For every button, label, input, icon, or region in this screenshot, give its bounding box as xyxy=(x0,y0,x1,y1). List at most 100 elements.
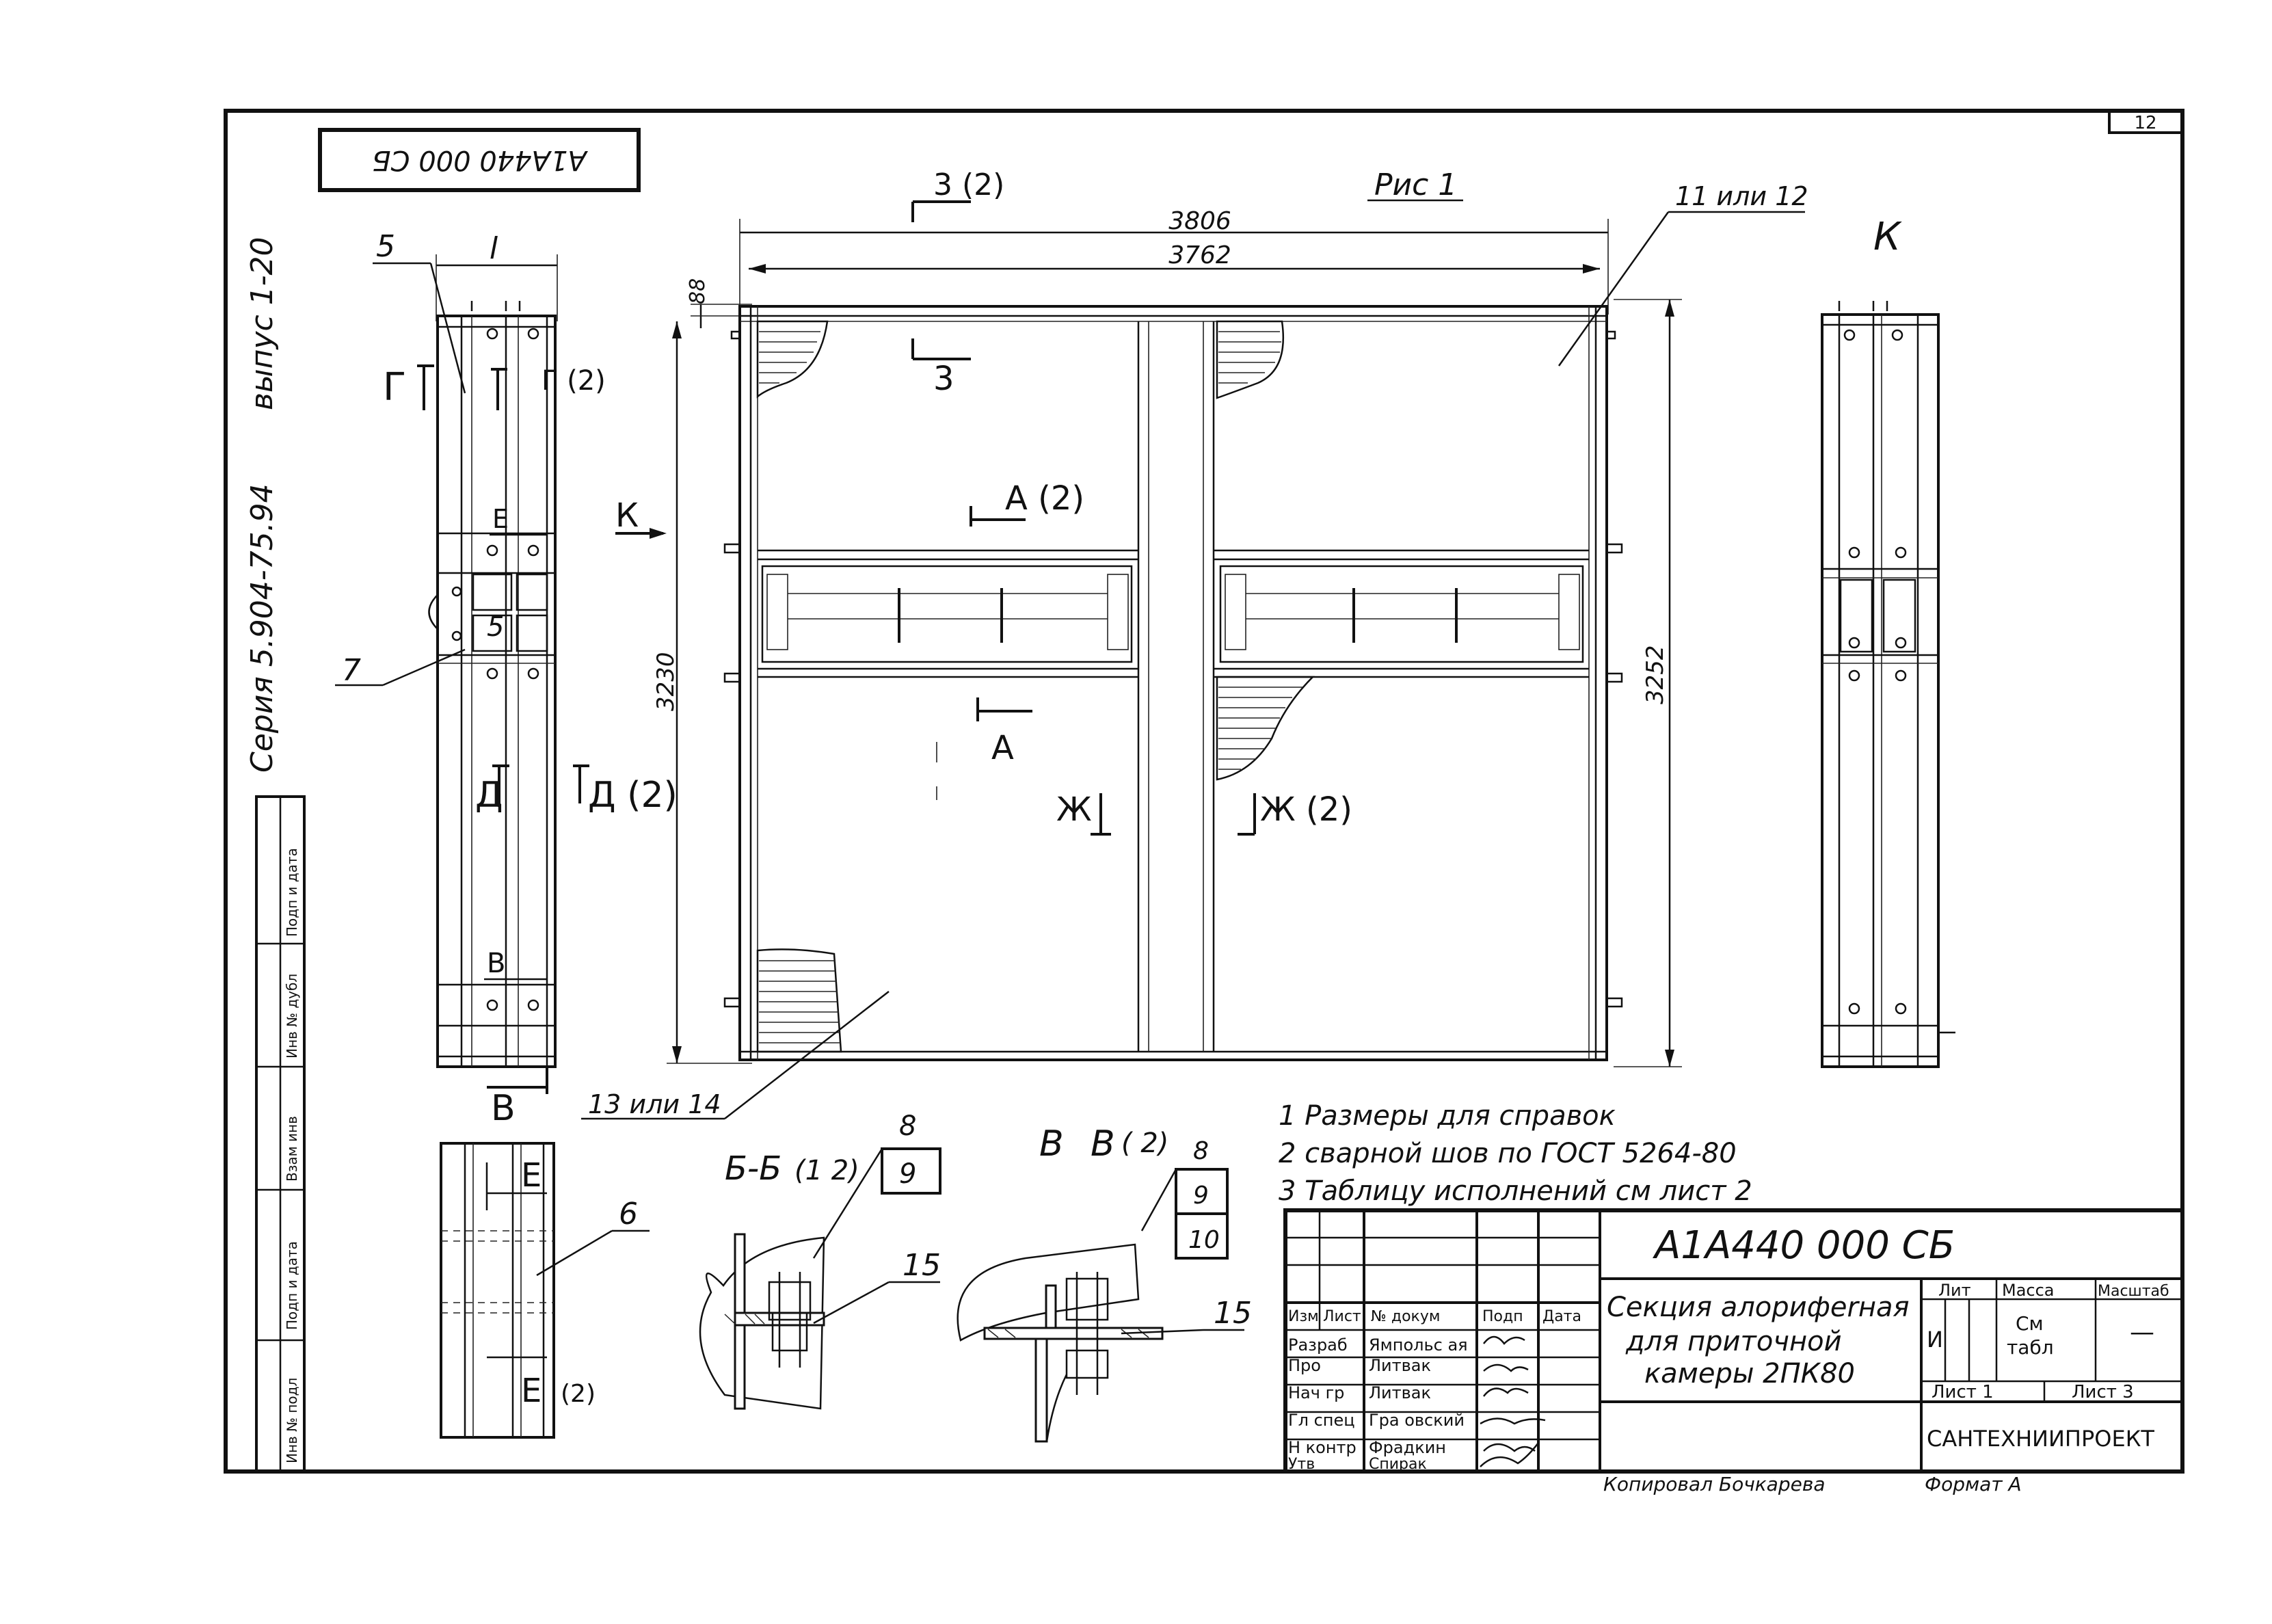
stamp-cell-3: Взам инв xyxy=(284,1116,300,1182)
note-1: 1 Размеры для справок xyxy=(1279,1100,1616,1132)
rotated-code-box: А1А440 000 СБ xyxy=(318,128,641,192)
organization: САНТЕХНИИПРОЕКТ xyxy=(1927,1426,2154,1452)
notes: 1 Размеры для справок 2 сварной шов по Г… xyxy=(1279,1100,1752,1207)
issue-text: выпус 1-20 xyxy=(245,237,280,410)
side-section-v-bottom: В xyxy=(491,1088,516,1129)
mass-label: Масса xyxy=(2002,1281,2055,1300)
detail-vv-suffix: ( 2) xyxy=(1121,1128,1168,1159)
figure-title: Рис 1 xyxy=(1374,168,1457,202)
mass-value-2: табл xyxy=(2007,1336,2054,1359)
dim-top: 88 xyxy=(686,278,710,304)
mass-value-1: См xyxy=(2016,1312,2044,1335)
header-list: Лист xyxy=(1323,1308,1361,1325)
section-3-2: 3 (2) xyxy=(933,168,1004,202)
header-data: Дата xyxy=(1542,1308,1581,1325)
callout-panel-bottom: 13 или 14 xyxy=(588,1089,721,1119)
section-a-2: А (2) xyxy=(1005,479,1084,518)
side-dim-width: l xyxy=(490,231,498,266)
stamp-cell-1: Инв № подл xyxy=(284,1378,300,1463)
people-rows: Разраб Ямпольс ая Про Литвак Нач гр Литв… xyxy=(1288,1335,1468,1473)
person-role: Утв xyxy=(1288,1456,1315,1473)
section-a: А xyxy=(991,729,1014,767)
title-block: А1А440 000 СБ Изм Лист № докум Подп Дата… xyxy=(1283,1208,2184,1474)
series-text: Серия 5.904-75.94 xyxy=(245,483,280,773)
callout-6: 6 xyxy=(619,1197,638,1232)
header-doc: № докум xyxy=(1371,1308,1440,1325)
callout-7: 7 xyxy=(342,653,361,688)
main-view: Рис 1 3806 3762 88 3230 3252 xyxy=(581,168,1808,1120)
detail-vv: В В ( 2) 8 9 10 15 xyxy=(957,1123,1252,1443)
header-podp: Подп xyxy=(1482,1308,1523,1325)
detail-vv-callout-15: 15 xyxy=(1214,1296,1252,1331)
scale-label: Масштаб xyxy=(2098,1283,2169,1300)
title-line-1: Секция алорифеrная xyxy=(1607,1292,1910,1323)
side-view: l 5 5 7 xyxy=(335,229,678,1129)
stamp-cell-2: Подп и дата xyxy=(284,1241,300,1330)
scale-value: — xyxy=(2130,1318,2154,1346)
side-section-g-2: Г (2) xyxy=(542,365,606,397)
detail-e-label-top: Е xyxy=(521,1156,542,1195)
detail-e-label-suffix: (2) xyxy=(561,1380,596,1408)
signatures xyxy=(1480,1335,1546,1467)
detail-bb-title: Б-Б xyxy=(725,1149,781,1188)
person-role: Про xyxy=(1288,1356,1321,1375)
detail-vv-ref-3: 10 xyxy=(1188,1226,1220,1254)
detail-e-label-bottom: Е xyxy=(521,1372,542,1410)
format: Формат А xyxy=(1925,1473,2022,1495)
detail-vv-ref-1: 8 xyxy=(1193,1137,1209,1165)
left-stamp: Инв № подл Подп и дата Взам инв Инв № ду… xyxy=(255,795,306,1473)
lit-value: И xyxy=(1927,1327,1943,1353)
header-izm: Изм xyxy=(1288,1308,1319,1325)
person-name: Ямпольс ая xyxy=(1369,1335,1468,1355)
person-name: Литвак xyxy=(1369,1356,1431,1375)
detail-bb-callout-15: 15 xyxy=(903,1248,941,1283)
dim-height-right: 3252 xyxy=(1642,645,1669,704)
detail-bb-ref-top: 8 xyxy=(899,1110,916,1142)
section-3: 3 xyxy=(933,360,954,398)
view-k-arrow: К xyxy=(615,496,639,535)
side-section-g: Г xyxy=(383,365,406,410)
dim-overall-width: 3806 xyxy=(1168,207,1231,235)
side-section-e: Е xyxy=(492,504,509,534)
note-2: 2 сварной шов по ГОСТ 5264-80 xyxy=(1279,1138,1737,1169)
side-section-d-2: Д (2) xyxy=(588,775,678,816)
section-zh: Ж xyxy=(1056,790,1092,829)
stamp-cell-5: Подп и дата xyxy=(284,848,300,937)
rotated-drawing-code: А1А440 000 СБ xyxy=(372,144,589,176)
note-3: 3 Таблицу исполнений см лист 2 xyxy=(1279,1175,1752,1207)
callout-5-mid: 5 xyxy=(487,611,504,643)
person-name: Гра овский xyxy=(1369,1411,1465,1430)
view-k: К xyxy=(1821,215,1955,1068)
sheet-label: Лист 1 xyxy=(1932,1382,1994,1402)
copied-by: Копировал Бочкарева xyxy=(1603,1473,1826,1495)
detail-vv-title-2: В xyxy=(1091,1123,1115,1164)
detail-bb: Б-Б (1 2) 8 9 15 xyxy=(699,1110,941,1410)
person-name: Фрадкин xyxy=(1369,1438,1446,1457)
section-zh-2: Ж (2) xyxy=(1260,790,1352,829)
lit-label: Лит xyxy=(1938,1281,1971,1300)
page-number: 12 xyxy=(2134,113,2156,133)
detail-bb-ref-bottom: 9 xyxy=(899,1158,916,1190)
title-drawing-code: А1А440 000 СБ xyxy=(1653,1223,1955,1268)
person-name: Спирак xyxy=(1369,1456,1427,1473)
dim-inner-width: 3762 xyxy=(1168,241,1231,269)
stamp-cell-4: Инв № дубл xyxy=(284,974,300,1059)
detail-vv-ref-2: 9 xyxy=(1193,1182,1209,1210)
callout-5-top: 5 xyxy=(376,229,395,264)
callout-panel-top: 11 или 12 xyxy=(1675,181,1808,211)
detail-bb-suffix: (1 2) xyxy=(794,1155,859,1186)
detail-vv-title: В xyxy=(1039,1123,1064,1164)
person-name: Литвак xyxy=(1369,1383,1431,1402)
person-role: Разраб xyxy=(1288,1335,1348,1355)
side-section-v: В xyxy=(487,948,505,979)
detail-e: Е Е (2) 6 xyxy=(440,1142,650,1439)
person-role: Нач гр xyxy=(1288,1383,1344,1402)
person-role: Гл спец xyxy=(1288,1411,1355,1430)
view-k-label: К xyxy=(1873,215,1902,259)
title-line-3: камеры 2ПК80 xyxy=(1644,1358,1855,1389)
title-line-2: для приточной xyxy=(1625,1326,1842,1357)
sheets-label: Лист 3 xyxy=(2072,1382,2134,1402)
dim-height-left: 3230 xyxy=(652,652,680,711)
person-role: Н контр xyxy=(1288,1438,1356,1457)
